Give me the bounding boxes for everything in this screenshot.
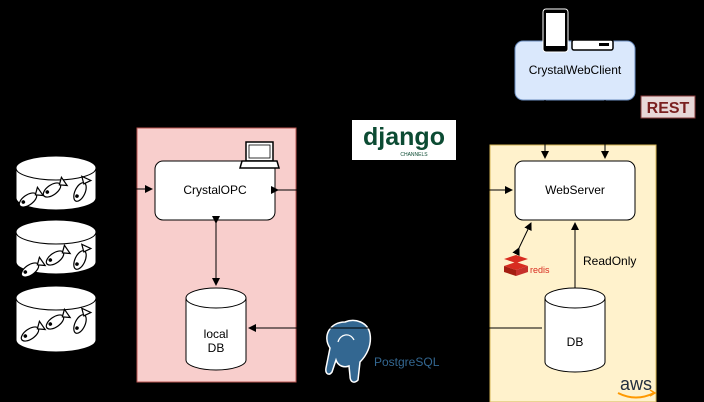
django-logo-text: django: [363, 123, 445, 151]
db-cylinder: [544, 287, 606, 373]
fish-icons: [18, 175, 93, 342]
redis-logo: redis: [504, 255, 550, 276]
postgres-logo-text: PostgreSQL: [374, 355, 440, 369]
local-db-cylinder: [185, 287, 247, 371]
elephant-icon: [325, 319, 372, 383]
aws-smile-icon: [617, 392, 655, 399]
web-server-label: WebServer: [545, 183, 605, 197]
crystal-opc-label: CrystalOPC: [183, 183, 247, 197]
postgres-logo: PostgreSQL: [325, 319, 440, 383]
channels-logo-text: CHANNELS: [400, 152, 428, 158]
laptop-icon: [239, 141, 280, 169]
redis-logo-text: redis: [530, 265, 550, 275]
rest-logo: REST: [640, 95, 696, 119]
db-label: DB: [566, 335, 584, 349]
local-db-label: local DB: [203, 327, 229, 355]
edges: [96, 100, 609, 332]
redis-icon: [504, 255, 528, 276]
phone-icon: [542, 8, 569, 53]
aws-logo: aws: [617, 374, 657, 399]
rest-logo-text: REST: [647, 100, 690, 117]
web-client-label: CrystalWebClient: [528, 63, 622, 77]
django-channels-logo: django CHANNELS: [352, 120, 456, 160]
device-icon: [571, 39, 614, 51]
readonly-label: ReadOnly: [583, 254, 637, 268]
aws-logo-text: aws: [620, 374, 652, 394]
web-server-box: [514, 160, 636, 221]
edge-redis-webserver: [512, 222, 532, 257]
